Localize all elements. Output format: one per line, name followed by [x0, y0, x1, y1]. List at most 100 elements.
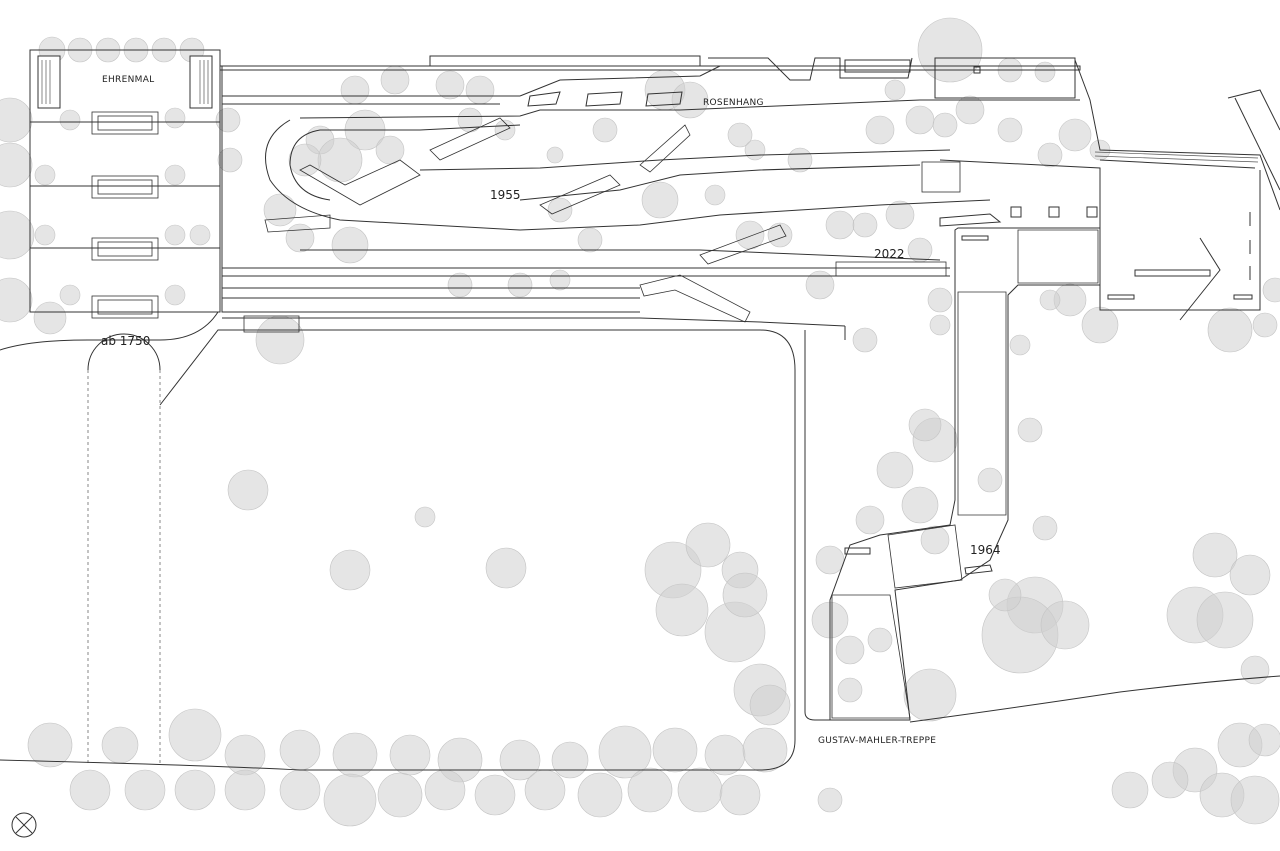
tree-canopy [465, 75, 495, 105]
tree-canopy [263, 193, 297, 227]
tree-canopy [905, 105, 935, 135]
tree-canopy [744, 139, 766, 161]
tree-canopy [867, 627, 893, 653]
tree-canopy [677, 767, 723, 813]
label-ehrenmal: EHRENMAL [102, 75, 154, 85]
tree-canopy [1058, 118, 1092, 152]
tree-canopy [722, 572, 768, 618]
tree-canopy [1240, 655, 1270, 685]
tree-canopy [727, 122, 753, 148]
tree-canopy [34, 164, 56, 186]
tree-canopy [69, 769, 111, 811]
tree-canopy [331, 226, 369, 264]
north-arrow-icon [11, 812, 37, 838]
tree-canopies [0, 17, 1280, 827]
tree-canopy [837, 677, 863, 703]
tree-canopy [323, 773, 377, 827]
tree-canopy [34, 224, 56, 246]
tree-canopy [927, 287, 953, 313]
tree-canopy [767, 222, 793, 248]
tree-canopy [855, 505, 885, 535]
tree-canopy [414, 506, 436, 528]
tree-canopy [340, 75, 370, 105]
tree-canopy [551, 741, 589, 779]
tree-canopy [0, 142, 33, 188]
tree-canopy [876, 451, 914, 489]
tree-canopy [1017, 417, 1043, 443]
tree-canopy [704, 734, 746, 776]
tree-canopy [1032, 515, 1058, 541]
tree-canopy [124, 769, 166, 811]
tree-canopy [389, 734, 431, 776]
tree-canopy [749, 684, 791, 726]
tree-canopy [164, 164, 186, 186]
tree-canopy [735, 220, 765, 250]
tree-canopy [1248, 723, 1280, 757]
tree-canopy [27, 722, 73, 768]
tree-canopy [704, 184, 726, 206]
tree-canopy [920, 525, 950, 555]
ehrenmal-structure [0, 49, 221, 765]
tree-canopy [655, 583, 709, 637]
tree-canopy [285, 223, 315, 253]
tree-canopy [929, 314, 951, 336]
tree-canopy [652, 727, 698, 773]
tree-canopy [835, 635, 865, 665]
tree-canopy [279, 769, 321, 811]
tree-canopy [0, 97, 33, 143]
tree-canopy [547, 197, 573, 223]
stairs-1955 [264, 117, 787, 323]
tree-canopy [685, 522, 731, 568]
tree-canopy [507, 272, 533, 298]
tree-canopy [932, 112, 958, 138]
tree-canopy [288, 143, 322, 177]
tree-canopy [217, 147, 243, 173]
tree-canopy [815, 545, 845, 575]
tree-canopy [1151, 761, 1189, 799]
tree-canopy [0, 210, 35, 260]
tree-canopy [546, 146, 564, 164]
tree-canopy [955, 95, 985, 125]
tree-canopy [917, 17, 983, 83]
label-1964: 1964 [970, 543, 1001, 557]
tree-canopy [255, 315, 305, 365]
tree-canopy [817, 787, 843, 813]
tree-canopy [1040, 600, 1090, 650]
tree-canopy [903, 668, 957, 722]
tree-canopy [224, 734, 266, 776]
tree-canopy [1229, 554, 1271, 596]
tree-canopy [885, 200, 915, 230]
tree-canopy [0, 277, 33, 323]
tree-canopy [1230, 775, 1280, 825]
tree-canopy [852, 212, 878, 238]
tree-canopy [168, 708, 222, 762]
tree-canopy [549, 269, 571, 291]
tree-canopy [742, 727, 788, 773]
tree-canopy [1039, 289, 1061, 311]
tree-canopy [224, 769, 266, 811]
tree-canopy [1034, 61, 1056, 83]
tree-canopy [1207, 307, 1253, 353]
stairs-lawn [243, 315, 300, 333]
tree-canopy [424, 769, 466, 811]
tree-canopy [577, 227, 603, 253]
tree-canopy [1196, 591, 1254, 649]
tree-canopy [592, 117, 618, 143]
label-ab-1750: ab 1750 [101, 334, 150, 348]
tree-canopy [164, 224, 186, 246]
tree-canopy [865, 115, 895, 145]
tree-canopy [59, 284, 81, 306]
tree-canopy [33, 301, 67, 335]
gustav-mahler-treppe [829, 227, 1101, 721]
tree-canopy [884, 79, 906, 101]
label-1955: 1955 [490, 188, 521, 202]
tree-canopy [447, 272, 473, 298]
tree-canopy [997, 117, 1023, 143]
tree-canopy [719, 774, 761, 816]
tree-canopy [435, 70, 465, 100]
tree-canopy [977, 467, 1003, 493]
tree-canopy [988, 578, 1022, 612]
tree-canopy [908, 408, 942, 442]
tree-canopy [1111, 771, 1149, 809]
